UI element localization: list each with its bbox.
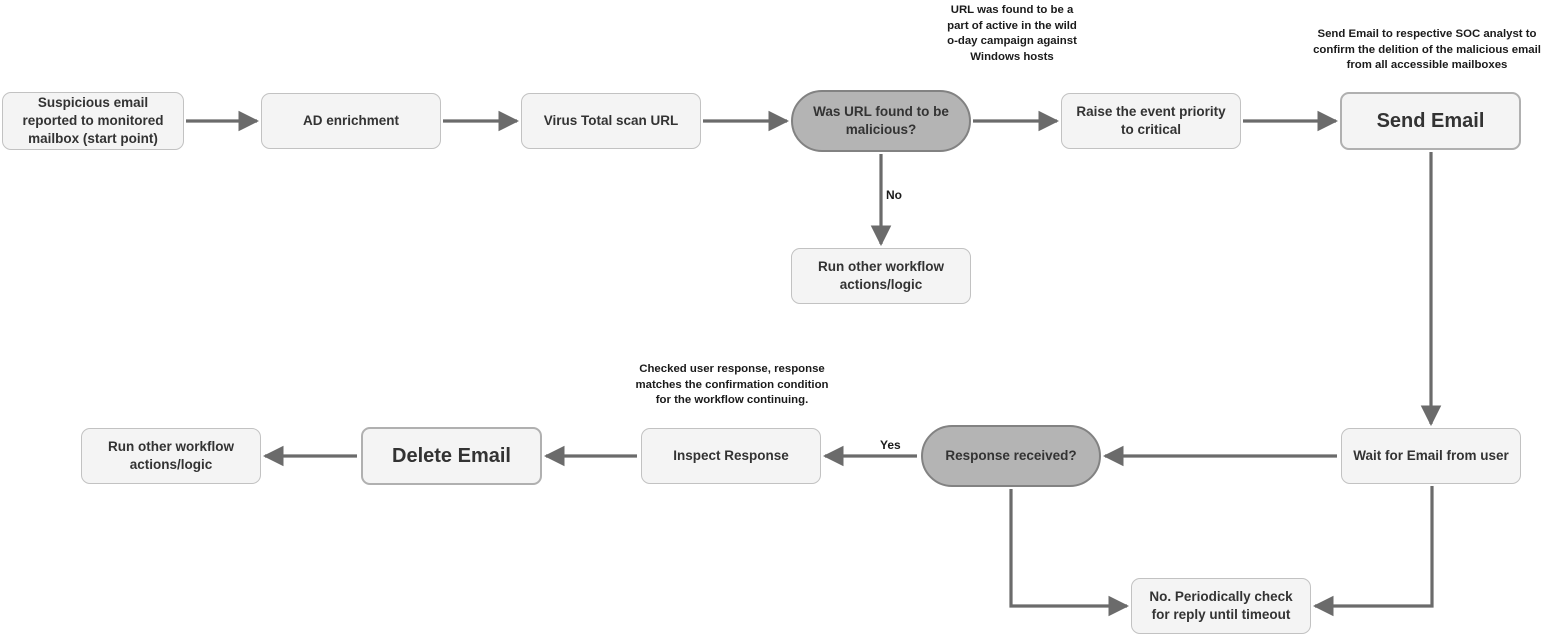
edge-waitemail-to-timeout <box>1312 486 1434 617</box>
node-virus-total-scan-url[interactable]: Virus Total scan URL <box>521 93 701 149</box>
edge-label-yes: Yes <box>880 438 901 452</box>
node-run-other-workflow-bottom[interactable]: Run other workflow actions/logic <box>81 428 261 484</box>
node-periodic-check-timeout[interactable]: No. Periodically check for reply until t… <box>1131 578 1311 634</box>
node-decision-url-malicious[interactable]: Was URL found to be malicious? <box>791 90 971 152</box>
node-suspicious-email-start[interactable]: Suspicious email reported to monitored m… <box>2 92 184 150</box>
node-wait-for-email-from-user[interactable]: Wait for Email from user <box>1341 428 1521 484</box>
node-ad-enrichment[interactable]: AD enrichment <box>261 93 441 149</box>
edge-label-no: No <box>886 188 902 202</box>
node-send-email[interactable]: Send Email <box>1340 92 1521 150</box>
node-run-other-workflow-top[interactable]: Run other workflow actions/logic <box>791 248 971 304</box>
annotation-checked-user-response: Checked user response, response matches … <box>635 363 829 406</box>
node-decision-response-received[interactable]: Response received? <box>921 425 1101 487</box>
annotation-soc-analyst-confirm: Send Email to respective SOC analyst to … <box>1313 28 1541 71</box>
node-raise-event-priority[interactable]: Raise the event priority to critical <box>1061 93 1241 149</box>
edge-responserecv-to-timeout <box>1009 489 1130 617</box>
node-delete-email[interactable]: Delete Email <box>361 427 542 485</box>
annotation-zero-day-campaign: URL was found to be a part of active in … <box>947 4 1077 63</box>
node-inspect-response[interactable]: Inspect Response <box>641 428 821 484</box>
